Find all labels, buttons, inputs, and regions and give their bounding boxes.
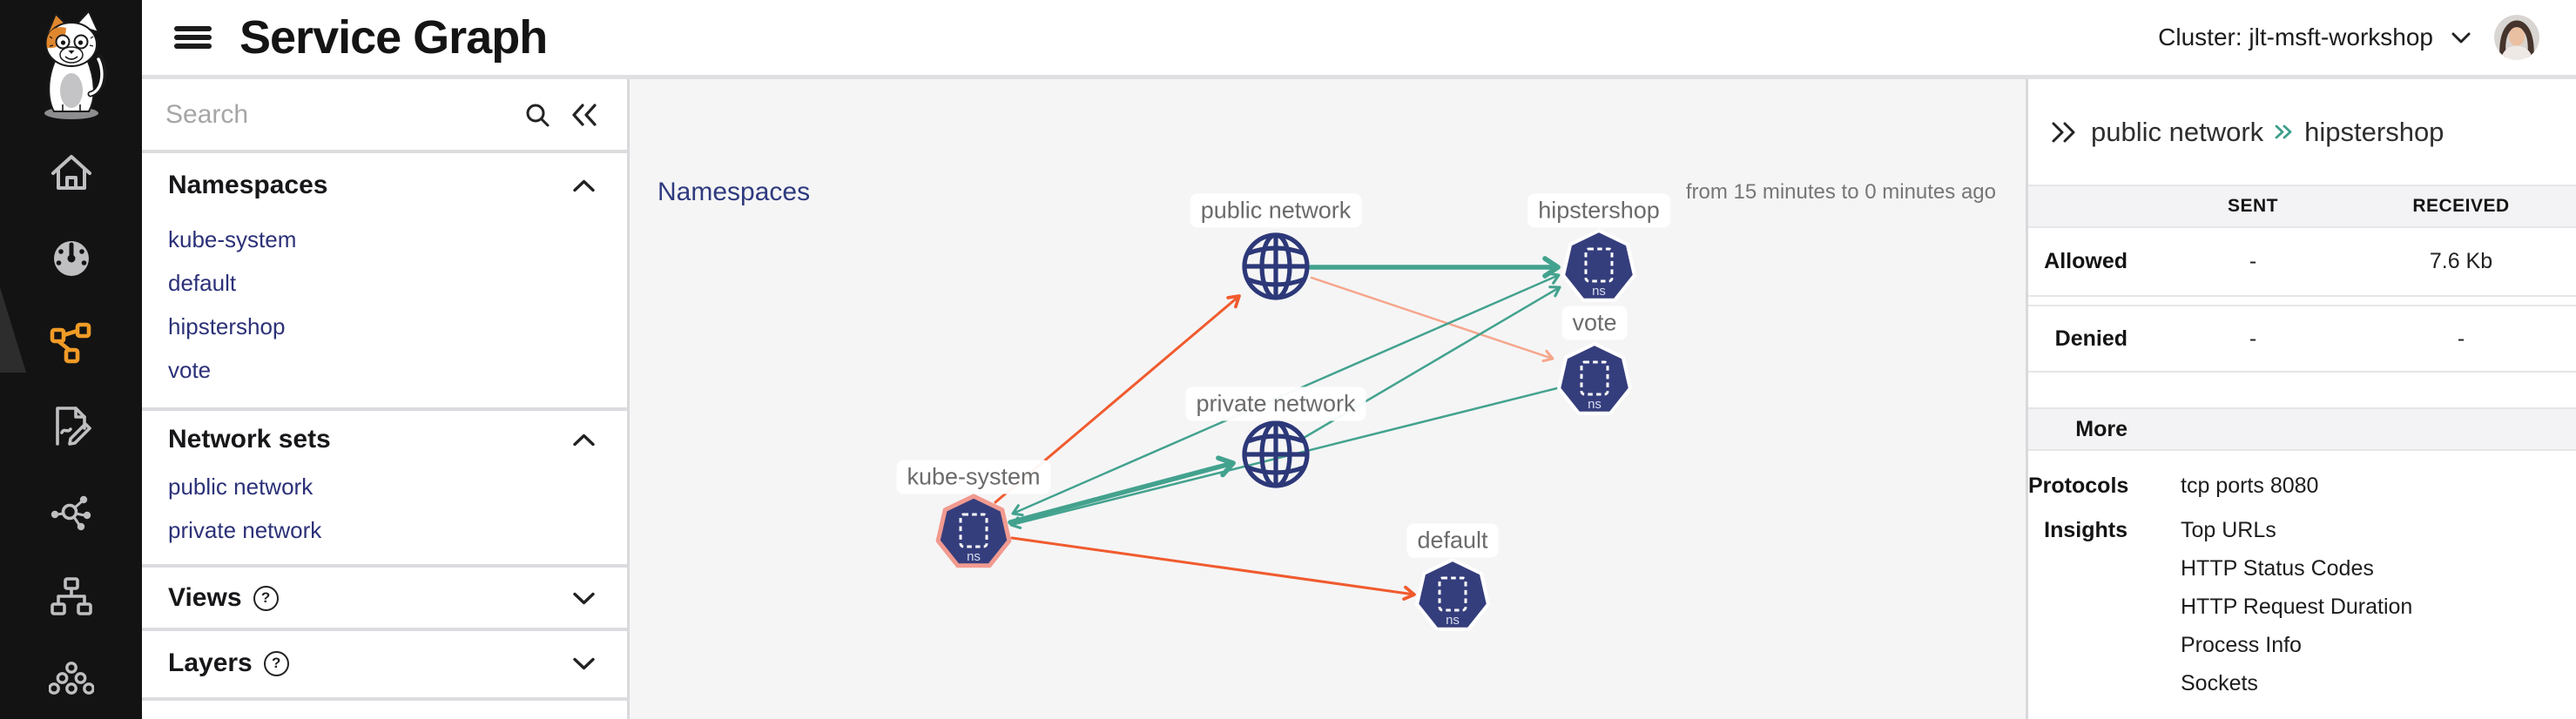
section-label: Network sets [168,425,331,454]
service-graph-canvas: Namespaces from 15 minutes to 0 minutes … [630,79,2026,719]
menu-icon[interactable] [174,26,212,49]
search-box [142,79,627,153]
edge-kube-system-to-default[interactable] [1010,536,1416,601]
node-label-hipstershop: hipstershop [1527,193,1670,228]
tiers-icon[interactable] [49,575,94,620]
svg-text:ns: ns [1592,284,1606,299]
flow-visualizations-icon[interactable] [49,489,94,534]
avatar[interactable] [2494,15,2539,60]
graph-view-label: Namespaces [657,178,811,206]
svg-text:ns: ns [1446,613,1460,628]
field-label: Insights [2044,518,2128,542]
field-value-process-info: Process Info [2181,633,2302,657]
denied-sent-value: - [2249,326,2257,351]
sidebar-item-default[interactable]: default [168,269,237,296]
column-header-received: RECEIVED [2412,196,2510,216]
chevron-right-double-icon [2275,124,2292,139]
row-label: Allowed [2044,249,2128,273]
top-bar: Service Graph Cluster: jlt-msft-workshop [142,0,2576,79]
sidebar-section-layers: Layers ? [142,631,627,701]
allowed-received-value: 7.6 Kb [2429,249,2493,273]
search-icon[interactable] [524,102,550,128]
service-graph-icon[interactable] [49,321,94,366]
node-label-kube-system: kube-system [896,460,1051,494]
cluster-label: Cluster: jlt-msft-workshop [2158,24,2433,50]
more-section-header: More [2028,407,2576,451]
graph-node-vote[interactable]: ns [1557,342,1632,415]
graph-node-kube-system[interactable]: ns [935,494,1012,568]
section-header-namespaces[interactable]: Namespaces [142,171,627,200]
details-panel: public network hipstershop SENT RECEIVED… [2026,79,2576,719]
svg-text:ns: ns [967,549,981,564]
page-title: Service Graph [239,11,548,64]
table-row-allowed: Allowed - 7.6 Kb [2028,228,2576,297]
chevron-down-icon [573,657,595,669]
graph-sidebar: Namespaces kube-system default hipstershop… [142,79,630,719]
node-label-default: default [1406,523,1499,558]
field-value-http-status-codes: HTTP Status Codes [2181,556,2374,581]
denied-received-value: - [2457,326,2465,351]
breadcrumb-target: hipstershop [2304,116,2445,147]
sidebar-item-hipstershop[interactable]: hipstershop [168,312,286,339]
chevron-down-icon [573,592,595,604]
help-icon[interactable]: ? [253,585,279,611]
graph-node-public-network[interactable] [1242,232,1310,300]
edge-public-network-to-vote[interactable] [1310,276,1554,363]
section-label: Layers [168,648,253,677]
traffic-table-header: SENT RECEIVED [2028,185,2576,228]
field-value-top-urls: Top URLs [2181,518,2276,542]
sidebar-section-views: Views ? [142,568,627,631]
graph-node-private-network[interactable] [1242,420,1310,488]
chevron-down-icon [2451,32,2471,43]
sidebar-item-kube-system[interactable]: kube-system [168,225,297,252]
field-value-tcp-ports-8080: tcp ports 8080 [2181,474,2319,498]
expand-panel-icon[interactable] [2051,121,2077,144]
breadcrumb-source: public network [2091,116,2264,147]
collapse-sidebar-icon[interactable] [571,103,597,126]
chevron-up-icon [573,179,595,192]
dashboard-icon[interactable] [49,236,94,281]
sidebar-item-public-network[interactable]: public network [168,473,314,500]
field-value-http-request-duration: HTTP Request Duration [2181,595,2413,619]
row-label: Denied [2054,326,2128,351]
field-value-sockets: Sockets [2181,671,2258,695]
graph-node-hipstershop[interactable]: ns [1561,229,1636,302]
graph-node-default[interactable]: ns [1415,558,1490,631]
sidebar-section-network-sets: Network sets public network private netwo… [142,411,627,568]
sidebar-section-namespaces: Namespaces kube-system default hipstershop… [142,153,627,411]
more-label: More [2075,416,2128,441]
column-header-sent: SENT [2227,196,2278,216]
node-label-private-network: private network [1185,386,1366,421]
home-icon[interactable] [49,151,94,196]
calico-cat-logo [44,10,107,119]
cluster-selector[interactable]: Cluster: jlt-msft-workshop [2158,24,2471,51]
clusters-icon[interactable] [49,659,94,704]
breadcrumb: public network hipstershop [2028,79,2576,185]
search-input[interactable] [165,99,503,130]
chevron-up-icon [573,433,595,446]
section-header-network-sets[interactable]: Network sets [142,425,627,454]
active-nav-notch [0,287,26,373]
help-icon[interactable]: ? [263,650,289,676]
table-row-denied: Denied - - [2028,305,2576,373]
section-label: Namespaces [168,171,328,199]
node-label-public-network: public network [1190,193,1362,228]
node-label-vote: vote [1561,306,1628,340]
allowed-sent-value: - [2249,249,2257,273]
field-protocols: Protocols tcp ports 8080 [2028,467,2576,505]
section-header-views[interactable]: Views ? [142,583,627,613]
field-label: Protocols [2028,474,2129,498]
time-range-label: from 15 minutes to 0 minutes ago [1685,180,1996,204]
sidebar-item-vote[interactable]: vote [168,356,212,383]
section-label: Views [168,583,242,612]
left-nav-rail [0,0,142,719]
policies-icon[interactable] [49,404,94,449]
graph-svg: ns ns ns ns [935,229,1636,631]
svg-text:ns: ns [1588,397,1602,412]
section-header-layers[interactable]: Layers ? [142,648,627,678]
sidebar-item-private-network[interactable]: private network [168,516,322,543]
